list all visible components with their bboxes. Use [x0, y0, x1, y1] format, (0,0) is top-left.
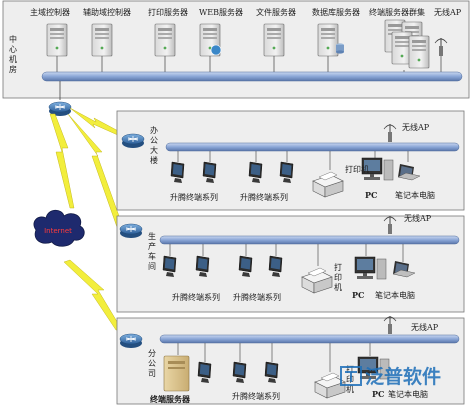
lan-bus [159, 334, 460, 344]
pc-label: PC [352, 290, 364, 300]
terminal-series-label: 升腾终端系列 [232, 391, 280, 401]
data-center-label: 中心机房 [9, 34, 17, 74]
server-label: 辅助域控制器 [83, 7, 131, 17]
server-icon [46, 23, 68, 57]
server-labels: 主域控制器 辅助域控制器 打印服务器 WEB服务器 文件服务器 数据库服务器 终… [30, 7, 462, 17]
terminal-series-label: 升腾终端系列 [170, 192, 218, 202]
server-icon [263, 23, 285, 57]
server-icon [317, 23, 339, 57]
laptop-label: 笔记本电脑 [375, 290, 415, 300]
server-icon [91, 23, 113, 57]
server-label: 数据库服务器 [312, 7, 360, 17]
pc-label: PC [365, 190, 377, 200]
branch-name: 分公司 [148, 349, 156, 378]
wireless-ap-label: 无线AP [411, 322, 439, 332]
data-center-bus [41, 71, 463, 82]
router-icon [119, 223, 143, 239]
database-icon [336, 43, 344, 54]
wan-link-office [69, 107, 123, 137]
terminal-series-label: 升腾终端系列 [240, 192, 288, 202]
globe-icon [210, 44, 222, 56]
cloud-label: Internet [44, 227, 72, 235]
branch-office: 办公大楼 无线AP 升腾终端系列 升腾终端系列 打印机 PC 笔记本电脑 [116, 110, 465, 211]
printer-label: 打印机 [345, 164, 369, 174]
wireless-ap-label: 无线AP [434, 7, 462, 17]
branch-subsidiary: 分公司 无线AP 终端服务器 升腾终端系列 打印机 PC 笔记本电脑 [116, 315, 465, 405]
wireless-ap-label: 无线AP [402, 122, 430, 132]
router-icon [121, 133, 145, 149]
terminal-series-label: 升腾终端系列 [172, 292, 220, 302]
branch-name: 办公大楼 [150, 125, 158, 165]
branch-name: 生产车间 [148, 231, 156, 271]
server-icons [46, 19, 448, 69]
terminal-series-label: 升腾终端系列 [233, 292, 281, 302]
lan-bus [165, 142, 460, 152]
watermark-logo: 泛普软件 [340, 365, 441, 388]
server-icon [154, 23, 176, 57]
laptop-label: 笔记本电脑 [388, 389, 428, 399]
laptop-label: 笔记本电脑 [395, 190, 435, 200]
server-label: WEB服务器 [199, 7, 243, 17]
wan-link-branch [63, 259, 123, 331]
wireless-ap-label: 无线AP [404, 213, 432, 223]
router-icon [119, 333, 143, 349]
terminal-server-icon [163, 355, 190, 392]
terminal-server-label: 终端服务器 [149, 394, 191, 404]
wan-links [49, 107, 125, 331]
watermark-text: 泛普软件 [365, 365, 441, 388]
pc-label: PC [372, 389, 384, 399]
server-label: 打印服务器 [148, 7, 188, 17]
server-label: 主域控制器 [30, 7, 70, 17]
branch-panel [116, 110, 465, 211]
server-label: 终端服务器群集 [369, 7, 425, 17]
internet-cloud: Internet [33, 209, 85, 247]
branch-workshop: 生产车间 无线AP 升腾终端系列 升腾终端系列 打印机 PC 笔记本电脑 [116, 213, 465, 313]
wan-link-cloud [49, 113, 75, 209]
lan-bus [159, 235, 460, 245]
printer-label: 打印机 [334, 262, 342, 292]
server-label: 文件服务器 [256, 7, 296, 17]
